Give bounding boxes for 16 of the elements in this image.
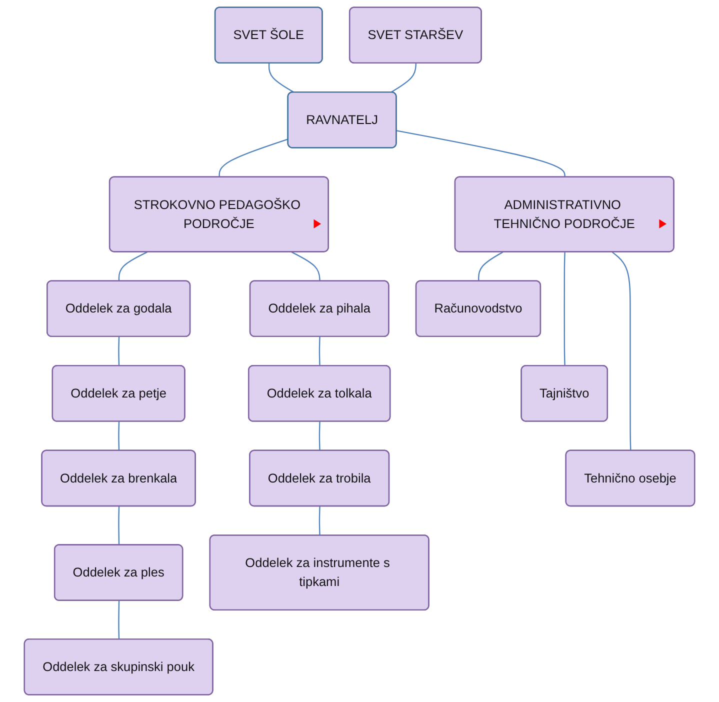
connector <box>218 138 288 178</box>
connector <box>612 252 632 451</box>
connector <box>118 252 148 282</box>
connector <box>564 252 566 366</box>
connector <box>118 506 120 546</box>
connector <box>318 506 320 536</box>
connector <box>118 600 120 640</box>
connector <box>268 63 295 94</box>
connector <box>396 130 566 178</box>
connector <box>390 63 416 94</box>
connector <box>291 252 320 282</box>
connector <box>318 422 320 451</box>
connector <box>478 252 504 282</box>
connector <box>318 336 320 366</box>
connector <box>118 422 120 451</box>
connector <box>118 336 120 366</box>
